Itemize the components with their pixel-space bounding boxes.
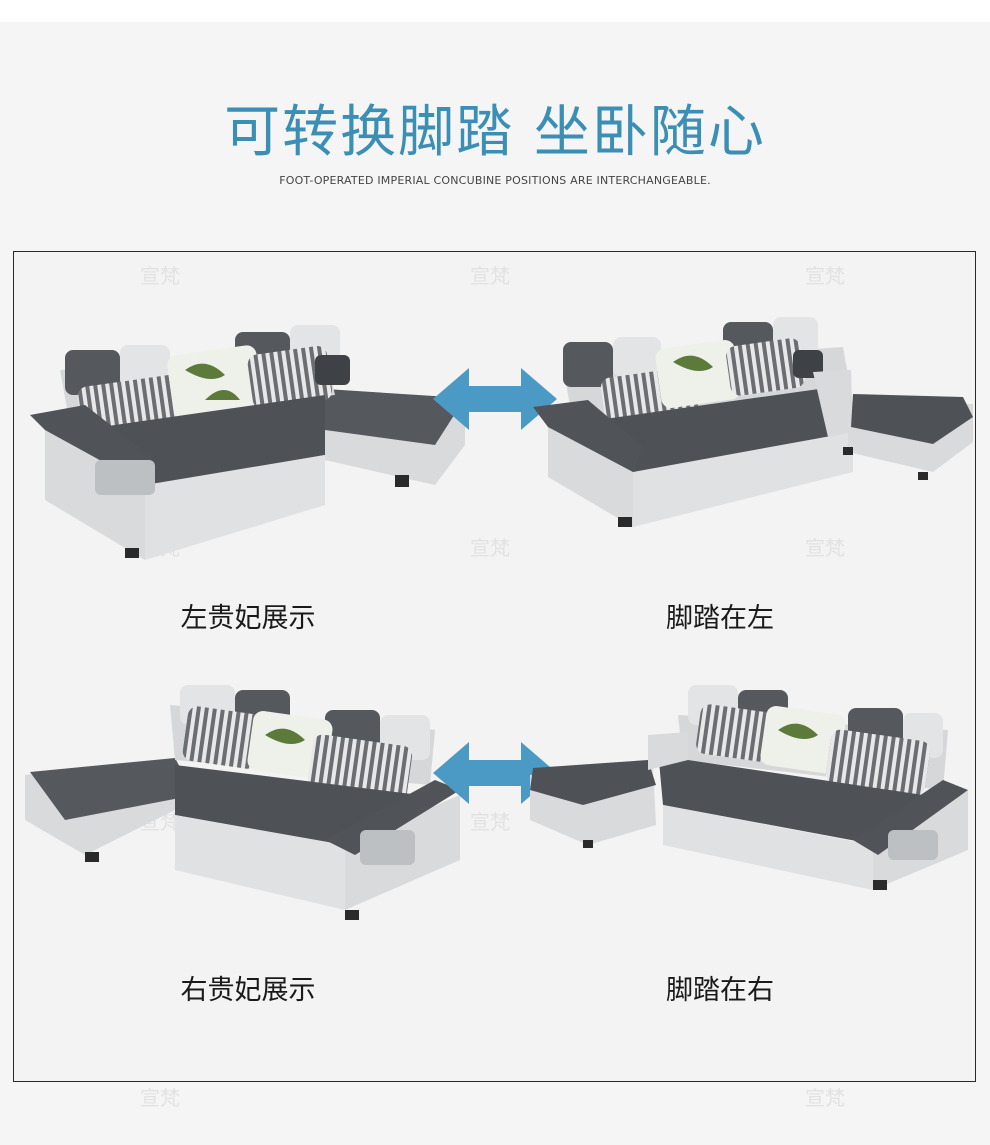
- watermark: 宣梵: [805, 264, 845, 288]
- watermark: 宣梵: [470, 264, 510, 288]
- caption-ottoman-right: 脚踏在右: [666, 975, 774, 1006]
- watermark: 宣梵: [470, 536, 510, 560]
- watermark: 宣梵: [140, 1086, 180, 1110]
- watermark: 宣梵: [805, 536, 845, 560]
- watermark: 宣梵: [140, 264, 180, 288]
- caption-right-chaise: 右贵妃展示: [180, 975, 316, 1006]
- sofa-image-right-chaise: [25, 680, 465, 925]
- caption-left-chaise: 左贵妃展示: [180, 603, 316, 634]
- swap-arrow-icon: [433, 368, 557, 434]
- swap-arrow-icon: [433, 742, 557, 808]
- sofa-image-ottoman-right: [528, 680, 973, 895]
- watermark: 宣梵: [805, 1086, 845, 1110]
- watermark: 宣梵: [470, 810, 510, 834]
- sofa-image-left-chaise: [25, 310, 470, 560]
- page-subtitle: FOOT-OPERATED IMPERIAL CONCUBINE POSITIO…: [279, 174, 711, 187]
- caption-ottoman-left: 脚踏在左: [666, 603, 774, 634]
- page-title: 可转换脚踏 坐卧随心: [224, 100, 766, 165]
- sofa-image-ottoman-left: [533, 312, 978, 532]
- top-strip: [0, 0, 990, 22]
